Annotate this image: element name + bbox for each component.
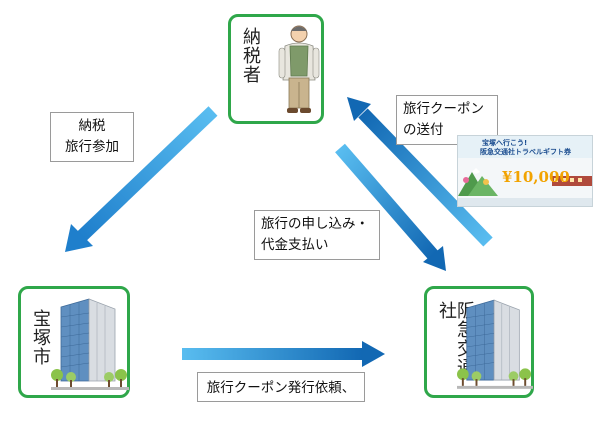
label-tax-line1: 納税 xyxy=(78,118,106,134)
node-taxpayer: 納税者 xyxy=(228,14,324,124)
label-tax-participation: 納税 旅行参加 xyxy=(50,112,134,162)
takarazuka-city-label: 宝塚市 xyxy=(30,309,51,366)
node-takarazuka-city: 宝塚市 xyxy=(18,286,130,398)
arrow-agency-to-taxpayer xyxy=(347,97,493,247)
person-icon xyxy=(278,25,320,113)
taxpayer-label: 納税者 xyxy=(240,27,261,84)
label-coupon-line2: の送付 xyxy=(403,121,444,138)
label-coupon-request: 旅行クーポン発行依頼、 xyxy=(197,372,365,402)
arrow-taxpayer-to-city xyxy=(65,106,218,252)
ticket-headline: 宝塚へ行こう! xyxy=(482,139,528,147)
agency-building-icon xyxy=(457,299,533,389)
label-coupon-request-text: 旅行クーポン発行依頼、 xyxy=(206,380,356,396)
node-hankyu-kotsusha: 阪急交通社 xyxy=(424,286,534,398)
arrow-city-to-agency xyxy=(182,341,385,367)
ticket-name: 阪急交通社トラベルギフト券 xyxy=(480,148,571,156)
label-coupon-delivery: 旅行クーポン の送付 xyxy=(396,95,498,145)
gift-ticket-image: 宝塚へ行こう! 阪急交通社トラベルギフト券 ¥10,000 xyxy=(457,135,593,207)
ticket-amount: ¥10,000 xyxy=(502,168,570,186)
label-application-line1: 旅行の申し込み・ xyxy=(261,216,369,232)
label-coupon-line1: 旅行クーポン xyxy=(403,101,484,117)
arrow-taxpayer-to-agency xyxy=(335,143,446,271)
city-building-icon xyxy=(51,298,129,390)
ticket-art xyxy=(458,136,592,206)
label-tax-line2: 旅行参加 xyxy=(65,138,119,155)
label-application-payment: 旅行の申し込み・ 代金支払い xyxy=(254,210,380,260)
label-application-line2: 代金支払い xyxy=(261,236,329,253)
